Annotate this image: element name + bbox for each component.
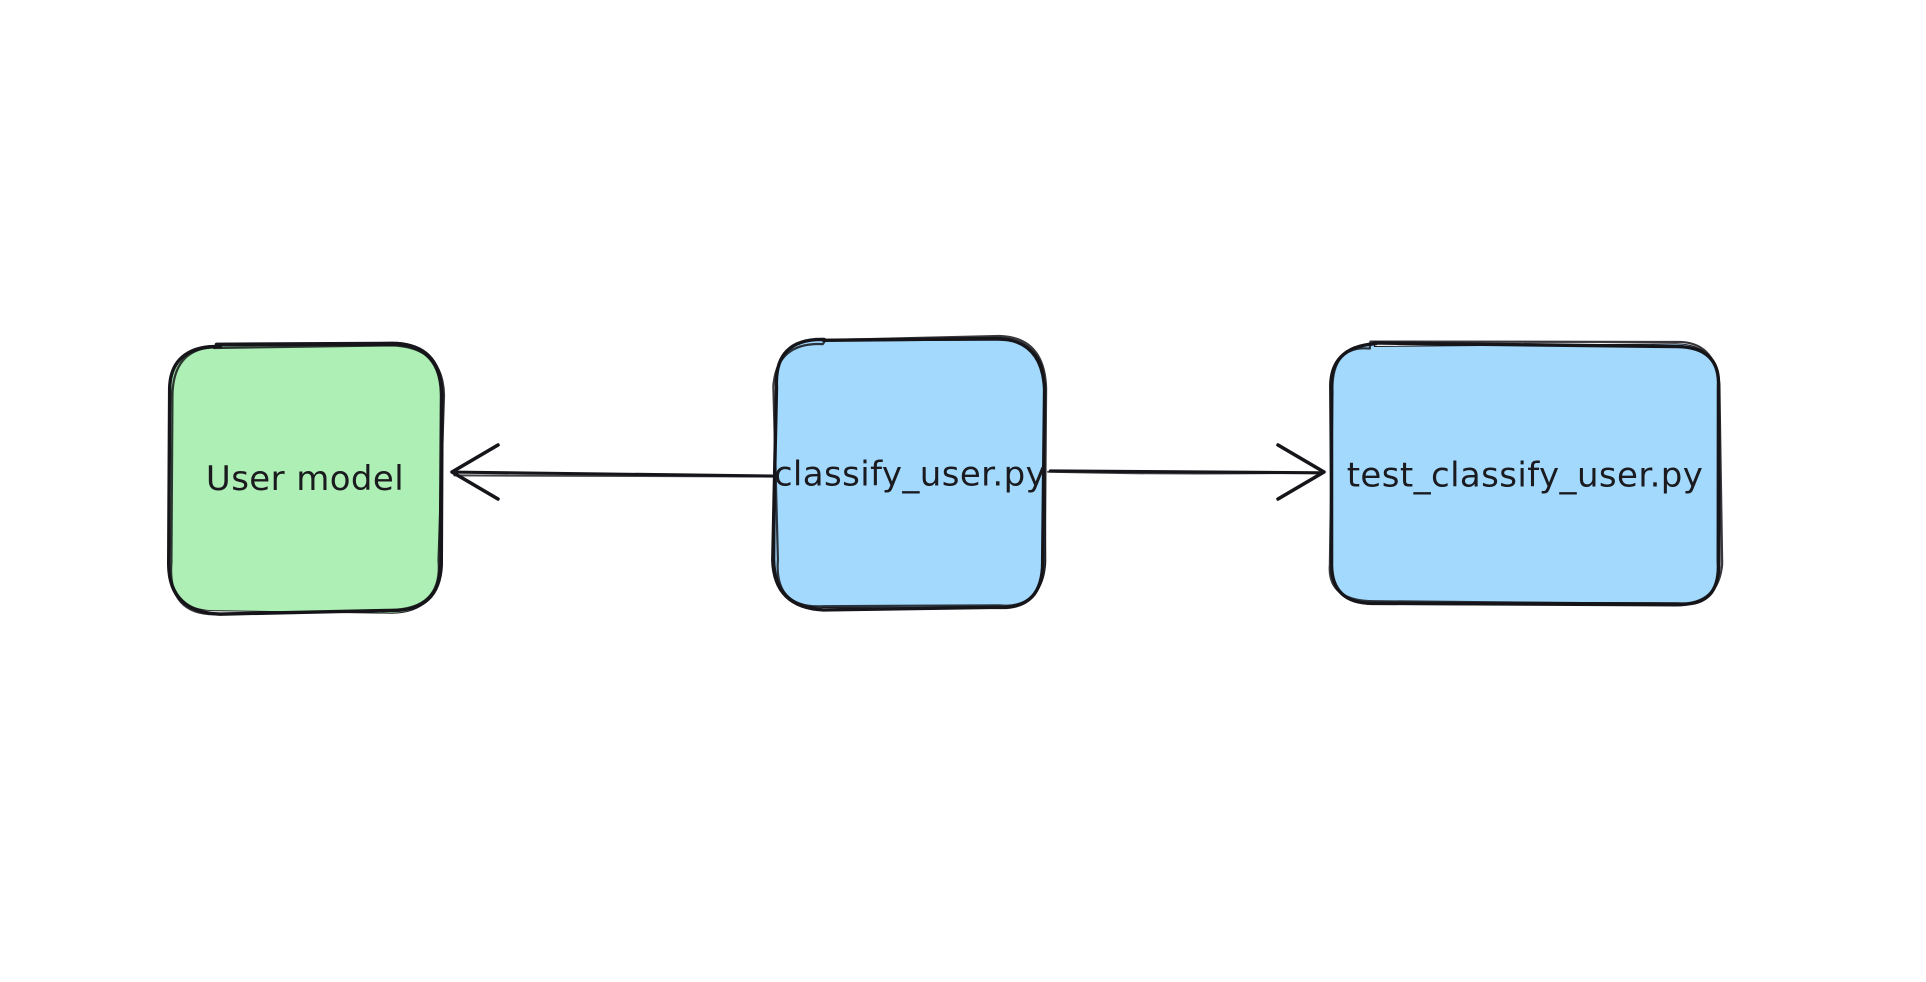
node-classify-user-py[interactable]: classify_user.py: [771, 334, 1048, 612]
edge-classify-to-user-model[interactable]: [450, 443, 774, 501]
node-user-model-label: User model: [206, 459, 404, 499]
node-user-model-outline-secondary: [170, 344, 446, 616]
edge-classify-to-test-line-sketch: [1047, 470, 1320, 475]
edge-classify-to-test-arrowhead-icon: [1276, 443, 1326, 501]
node-classify-user-py-label: classify_user.py: [774, 455, 1046, 495]
edge-classify-to-user-model-line-sketch: [453, 474, 773, 478]
node-classify-user-py-outline-secondary: [772, 334, 1048, 608]
node-test-classify-user-py-outline-secondary: [1328, 340, 1724, 606]
edge-classify-to-test[interactable]: [1047, 443, 1326, 501]
node-test-classify-user-py-label: test_classify_user.py: [1347, 456, 1704, 496]
node-test-classify-user-py[interactable]: test_classify_user.py: [1328, 340, 1724, 607]
edge-classify-to-user-model-arrowhead-icon: [450, 443, 500, 501]
node-user-model[interactable]: User model: [166, 341, 446, 616]
